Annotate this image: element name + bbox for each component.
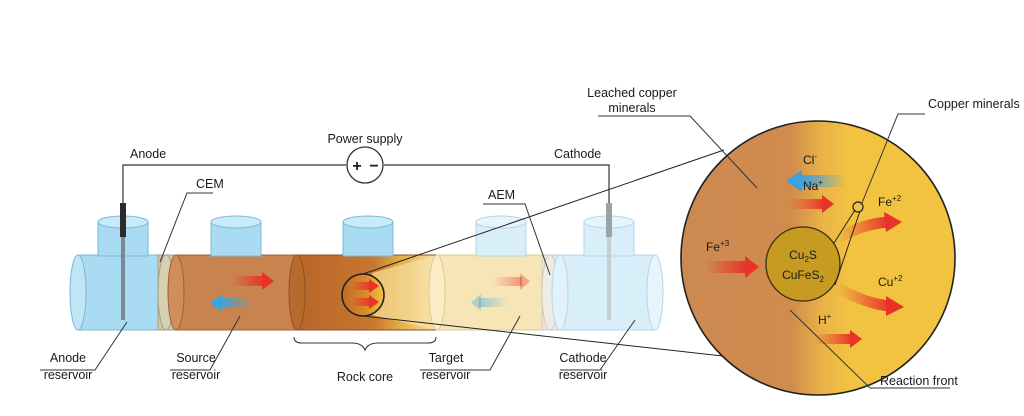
rock-core-label: Rock core <box>337 370 393 384</box>
cem-label: CEM <box>196 177 224 191</box>
cathode-electrode <box>606 203 612 320</box>
magnification-circle-small <box>341 273 385 317</box>
plus-sign: + <box>352 158 361 175</box>
ion-cu2: Cu+2 <box>878 274 903 289</box>
formula-cu2s: Cu2S <box>789 248 817 264</box>
magnification-cone <box>372 255 437 330</box>
ion-cl: Cl- <box>803 152 817 167</box>
cathode-label: Cathode <box>554 147 601 161</box>
circuit-wires <box>122 164 610 205</box>
magnified-view <box>680 120 956 396</box>
anode-reservoir <box>69 215 164 331</box>
apparatus <box>69 203 664 331</box>
copper-minerals-label: Copper minerals <box>928 97 1020 111</box>
power-supply-label: Power supply <box>327 132 403 146</box>
power-supply-icon: + − <box>346 146 384 184</box>
minus-sign: − <box>369 158 378 175</box>
copper-mineral-particle <box>852 201 864 213</box>
rock-core-brace <box>293 336 437 352</box>
aem-label: AEM <box>488 188 515 202</box>
target-reservoir <box>428 215 543 331</box>
reaction-front-label: Reaction front <box>880 374 958 388</box>
formula-cufes2: CuFeS2 <box>782 268 824 284</box>
mineral-grain <box>765 226 841 302</box>
anode-label: Anode <box>130 147 166 161</box>
ion-fe2: Fe+2 <box>878 194 902 209</box>
fe2-arrow-head <box>884 212 902 232</box>
source-reservoir <box>167 215 297 331</box>
particle-link-line-2 <box>834 210 861 286</box>
particle-link-line <box>833 209 856 244</box>
callout-leaders <box>40 113 950 389</box>
ion-na: Na+ <box>803 178 823 193</box>
ion-fe3: Fe+3 <box>706 239 730 254</box>
ion-h: H+ <box>818 312 832 327</box>
cu2-arrow-head <box>886 296 904 316</box>
anode-electrode <box>120 203 126 320</box>
